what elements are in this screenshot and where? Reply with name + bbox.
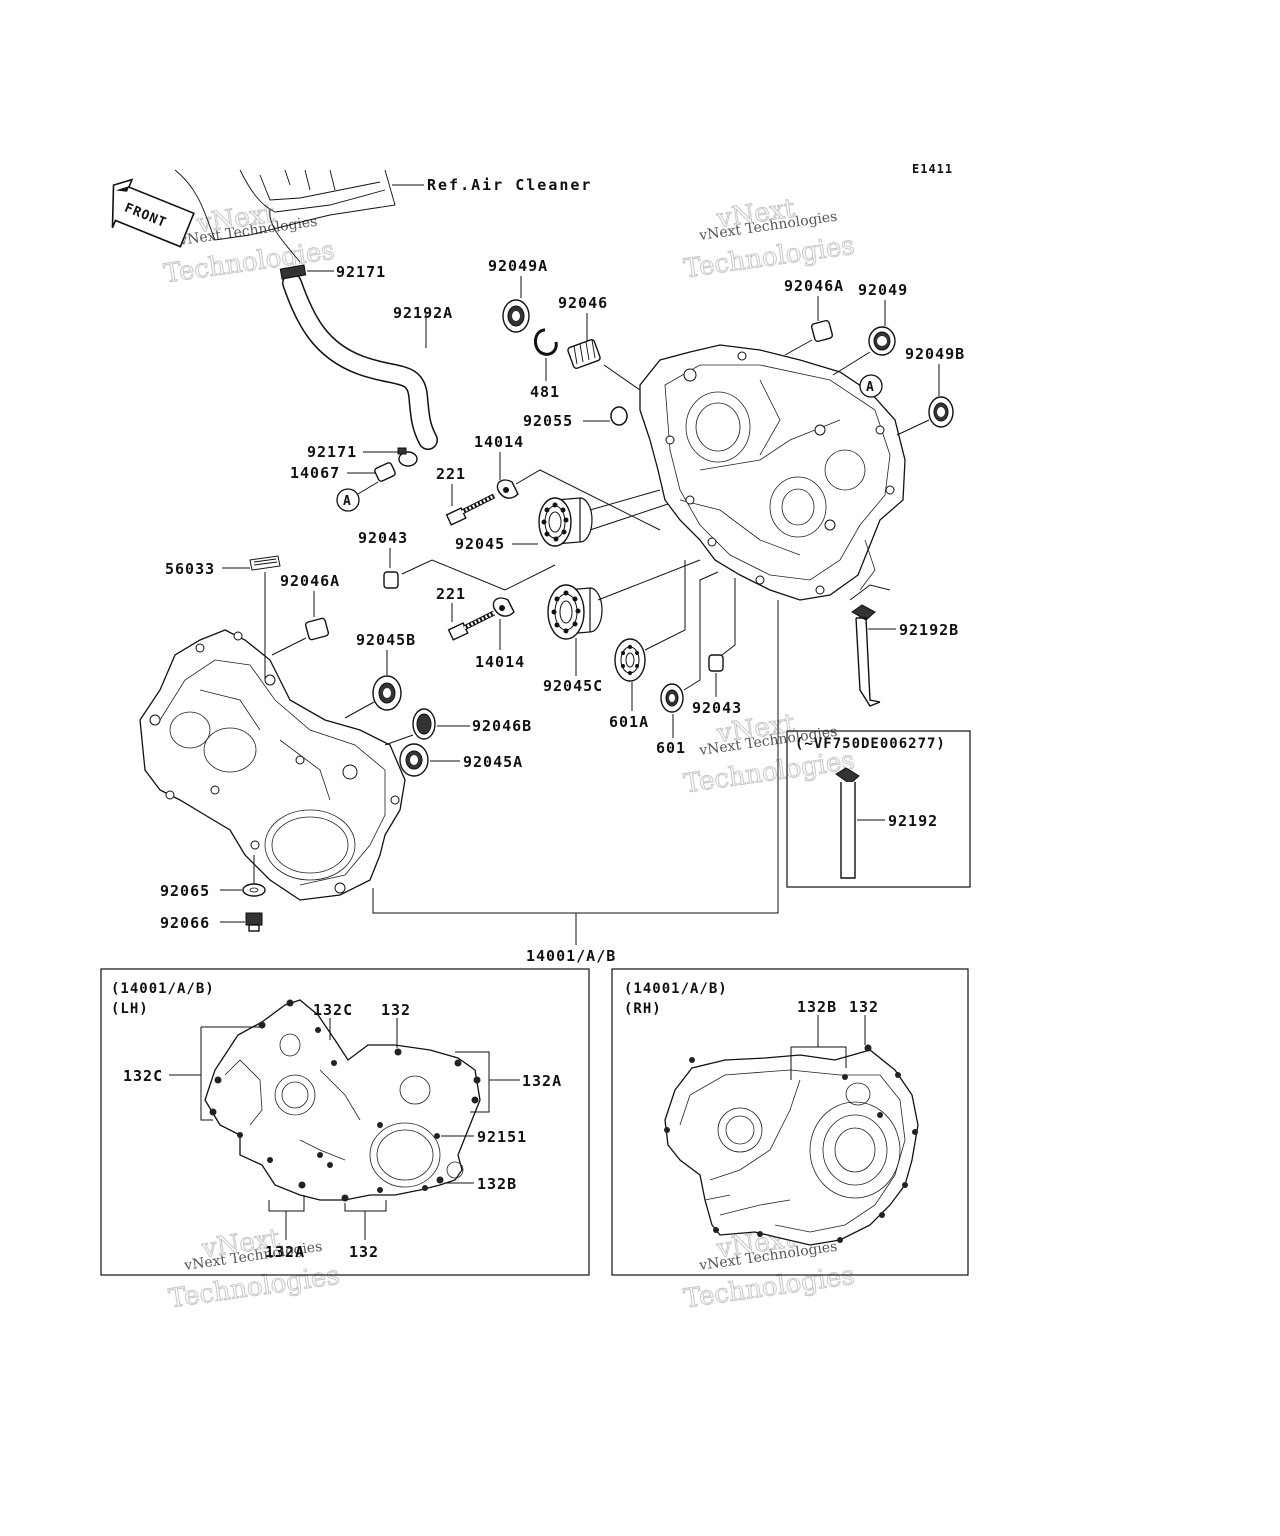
rh-crankcase-view bbox=[664, 1044, 919, 1246]
rh-part-132B: 132B bbox=[797, 998, 837, 1016]
dowel-92043-left bbox=[383, 571, 399, 589]
lh-part-132-top: 132 bbox=[381, 1001, 411, 1019]
part-92046B: 92046B bbox=[472, 717, 532, 735]
needle-bearing-92046A-top bbox=[810, 319, 834, 343]
part-92055: 92055 bbox=[523, 412, 573, 430]
part-601A: 601A bbox=[609, 713, 649, 731]
bolt-221-bottom bbox=[447, 610, 496, 641]
diagram-code: E1411 bbox=[912, 162, 953, 176]
clamp-92171-top bbox=[279, 264, 307, 280]
rh-box-line1: (14001/A/B) bbox=[624, 981, 728, 997]
part-92049B: 92049B bbox=[905, 345, 965, 363]
part-601: 601 bbox=[656, 739, 686, 757]
part-92045B: 92045B bbox=[356, 631, 416, 649]
rh-part-132: 132 bbox=[849, 998, 879, 1016]
part-92049A: 92049A bbox=[488, 257, 548, 275]
part-14014-top: 14014 bbox=[474, 433, 524, 451]
oring-92055 bbox=[610, 406, 628, 426]
part-221-bottom: 221 bbox=[436, 585, 466, 603]
seal-92049 bbox=[868, 326, 896, 356]
lh-part-132A-right: 132A bbox=[522, 1072, 562, 1090]
circlip-481 bbox=[533, 328, 558, 356]
callout-a-right: A bbox=[859, 374, 883, 398]
lh-crankcase-view bbox=[204, 999, 481, 1202]
part-221-top: 221 bbox=[436, 465, 466, 483]
part-92171-top: 92171 bbox=[336, 263, 386, 281]
air-cleaner-housing bbox=[174, 169, 424, 263]
seal-92049B bbox=[928, 396, 954, 428]
plate-14014-bottom bbox=[492, 597, 515, 617]
part-92066: 92066 bbox=[160, 914, 210, 932]
needle-bearing-92046 bbox=[567, 339, 601, 369]
washer-92065 bbox=[242, 883, 266, 897]
ball-bearing-601 bbox=[660, 683, 684, 713]
part-56033: 56033 bbox=[165, 560, 215, 578]
drain-plug-92066 bbox=[245, 912, 263, 932]
part-92171-mid: 92171 bbox=[307, 443, 357, 461]
ball-bearing-601A bbox=[614, 638, 646, 682]
left-crankcase-main bbox=[139, 629, 406, 901]
serial-box bbox=[786, 730, 971, 888]
ref-air-cleaner-label: Ref.Air Cleaner bbox=[427, 176, 592, 194]
part-92049: 92049 bbox=[858, 281, 908, 299]
ball-bearing-92045 bbox=[538, 497, 593, 547]
needle-bearing-92046B bbox=[412, 708, 436, 740]
svg-text:A: A bbox=[866, 380, 875, 395]
clamp-92171-mid bbox=[397, 447, 418, 467]
part-92046A-left: 92046A bbox=[280, 572, 340, 590]
part-92046: 92046 bbox=[558, 294, 608, 312]
lh-part-132-bottom: 132 bbox=[349, 1243, 379, 1261]
rh-box-line2: (RH) bbox=[624, 1001, 662, 1017]
part-92192: 92192 bbox=[888, 812, 938, 830]
fitting-14067 bbox=[374, 462, 396, 482]
ball-bearing-92045A bbox=[399, 743, 429, 777]
needle-bearing-92046A-left bbox=[304, 617, 330, 641]
breather-pipe-92192B bbox=[851, 604, 881, 707]
part-14067: 14067 bbox=[290, 464, 340, 482]
bolt-221-top bbox=[445, 493, 496, 526]
part-92065: 92065 bbox=[160, 882, 210, 900]
lh-part-132A-bottom: 132A bbox=[265, 1243, 305, 1261]
front-arrow-icon: FRONT bbox=[111, 178, 195, 248]
part-14001: 14001/A/B bbox=[526, 947, 616, 965]
part-92043-right: 92043 bbox=[692, 699, 742, 717]
right-crankcase-main bbox=[639, 344, 906, 601]
breather-pipe-92192 bbox=[835, 767, 860, 879]
lh-part-132B: 132B bbox=[477, 1175, 517, 1193]
svg-text:A: A bbox=[343, 494, 352, 509]
part-92045: 92045 bbox=[455, 535, 505, 553]
lh-box-line1: (14001/A/B) bbox=[111, 981, 215, 997]
part-92046A-top: 92046A bbox=[784, 277, 844, 295]
part-92043-left: 92043 bbox=[358, 529, 408, 547]
lh-part-92151: 92151 bbox=[477, 1128, 527, 1146]
lh-box-line2: (LH) bbox=[111, 1001, 149, 1017]
lh-part-132C-top: 132C bbox=[313, 1001, 353, 1019]
seal-92049A bbox=[502, 299, 530, 333]
part-92045A: 92045A bbox=[463, 753, 523, 771]
lh-part-132C-left: 132C bbox=[123, 1067, 163, 1085]
part-92192A: 92192A bbox=[393, 304, 453, 322]
rh-box bbox=[611, 968, 969, 1276]
callout-a-left: A bbox=[336, 481, 379, 512]
part-92192B: 92192B bbox=[899, 621, 959, 639]
serial-box-label: (~VF750DE006277) bbox=[795, 736, 946, 752]
part-481: 481 bbox=[530, 383, 560, 401]
lh-box bbox=[100, 968, 590, 1276]
plate-14014-top bbox=[496, 479, 519, 499]
part-14014-bottom: 14014 bbox=[475, 653, 525, 671]
part-92045C: 92045C bbox=[543, 677, 603, 695]
ball-bearing-92045C bbox=[547, 584, 603, 640]
dowel-92043-right bbox=[708, 654, 724, 672]
hose-92192A bbox=[282, 273, 438, 450]
label-56033 bbox=[249, 555, 281, 571]
ball-bearing-92045B bbox=[372, 675, 402, 711]
